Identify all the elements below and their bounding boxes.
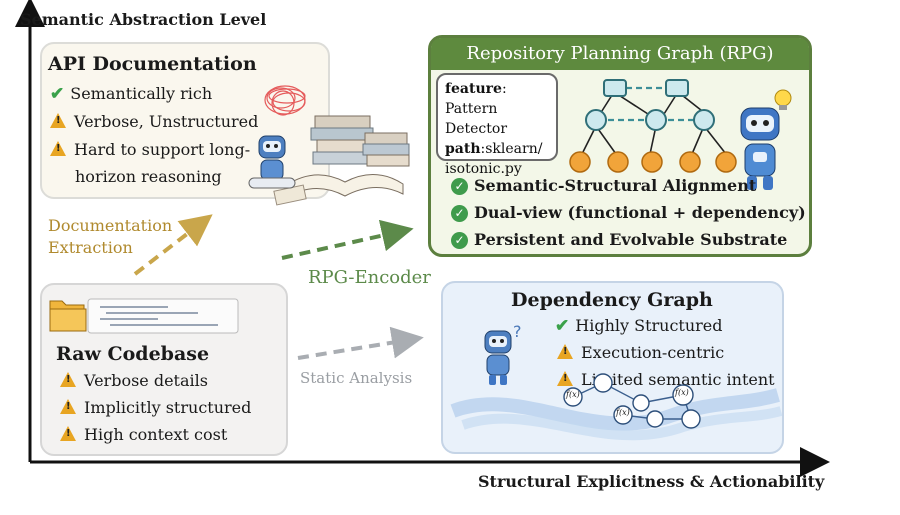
rpg-panel: Repository Planning Graph (RPG) feature:…	[428, 35, 812, 257]
function-node-label: f(x)	[616, 408, 630, 417]
path-value: :sklearn/ isotonic.py	[445, 141, 543, 177]
rpg-feature-persistent: ✓ Persistent and Evolvable Substrate	[451, 230, 787, 249]
scribble-icon	[264, 85, 306, 116]
static-analysis-arrow	[297, 326, 424, 360]
dep-item-structured: ✔ Highly Structured	[555, 316, 723, 336]
dependency-graph-title: Dependency Graph	[511, 289, 713, 311]
folder-code-icon	[49, 298, 239, 334]
rpg-title: Repository Planning Graph (RPG)	[431, 38, 809, 70]
rpg-encoder-arrow	[281, 219, 414, 260]
warning-icon	[50, 141, 66, 156]
warning-icon	[60, 426, 76, 441]
rpg-feature-alignment: ✓ Semantic-Structural Alignment	[451, 176, 756, 195]
static-analysis-label: Static Analysis	[300, 369, 413, 387]
robot-idea-icon	[740, 89, 792, 190]
dep-item-text: Execution-centric	[581, 343, 725, 362]
api-item-verbose: Verbose, Unstructured	[50, 112, 258, 131]
rpg-feature-text: Semantic-Structural Alignment	[474, 176, 757, 195]
check-circle-icon: ✓	[451, 178, 468, 195]
raw-item-implicit: Implicitly structured	[60, 398, 251, 417]
check-circle-icon: ✓	[451, 232, 468, 249]
x-axis-label: Structural Explicitness & Actionability	[478, 472, 825, 491]
path-key: path	[445, 141, 481, 157]
raw-item-text: Verbose details	[84, 371, 208, 390]
rpg-feature-text: Dual-view (functional + dependency)	[474, 203, 806, 222]
book-stack-illustration	[248, 85, 410, 206]
check-icon: ✔	[555, 316, 570, 336]
warning-icon	[557, 344, 573, 359]
dep-item-text: Limited semantic intent	[581, 370, 775, 389]
warning-icon	[60, 399, 76, 414]
dep-item-limited: Limited semantic intent	[557, 370, 775, 389]
api-item-text: Verbose, Unstructured	[74, 112, 259, 131]
api-item-text: Semantically rich	[70, 84, 213, 103]
function-node-label: f(x)	[675, 388, 689, 397]
svg-text:?: ?	[513, 322, 522, 341]
raw-codebase-panel: Raw Codebase Verbose details Implicitly …	[40, 283, 288, 456]
raw-item-text: High context cost	[84, 425, 228, 444]
api-item-hard-to-support: Hard to support long-	[50, 140, 250, 159]
raw-item-verbose: Verbose details	[60, 371, 208, 390]
api-item-continuation: horizon reasoning	[75, 167, 222, 186]
dependency-flow-illustration: ?	[450, 322, 783, 441]
rpg-encoder-label: RPG-Encoder	[308, 267, 431, 288]
check-circle-icon: ✓	[451, 205, 468, 222]
api-item-semantically-rich: ✔ Semantically rich	[50, 84, 212, 104]
api-documentation-title: API Documentation	[48, 53, 257, 75]
feature-path-callout: feature: Pattern Detector path:sklearn/ …	[436, 73, 558, 177]
warning-icon	[50, 113, 66, 128]
rpg-feature-dual-view: ✓ Dual-view (functional + dependency)	[451, 203, 806, 222]
raw-item-text: Implicitly structured	[84, 398, 252, 417]
robot-icon	[248, 135, 296, 189]
doc-extraction-line2: Extraction	[48, 238, 133, 257]
dep-item-execution: Execution-centric	[557, 343, 724, 362]
api-item-text: Hard to support long-	[74, 140, 251, 159]
warning-icon	[557, 371, 573, 386]
raw-codebase-title: Raw Codebase	[56, 343, 210, 365]
doc-extraction-line1: Documentation	[48, 216, 173, 235]
y-axis-label: Semantic Abstraction Level	[20, 10, 267, 29]
books-icon	[273, 115, 410, 206]
doc-extraction-arrow	[133, 214, 213, 276]
feature-value: : Pattern Detector	[445, 81, 508, 137]
api-documentation-panel: API Documentation ✔ Semantically rich Ver…	[40, 42, 330, 199]
dependency-graph-panel: Dependency Graph ✔ Highly Structured Exec…	[441, 281, 784, 454]
function-node-label: f(x)	[566, 390, 580, 399]
warning-icon	[60, 372, 76, 387]
rpg-graph	[569, 79, 737, 173]
feature-key: feature	[445, 81, 502, 97]
doc-extraction-label: Documentation Extraction	[48, 215, 172, 259]
check-icon: ✔	[50, 84, 65, 104]
raw-item-context-cost: High context cost	[60, 425, 227, 444]
confused-robot-icon: ?	[484, 322, 522, 385]
dep-item-text: Highly Structured	[575, 316, 723, 335]
rpg-feature-text: Persistent and Evolvable Substrate	[474, 230, 788, 249]
